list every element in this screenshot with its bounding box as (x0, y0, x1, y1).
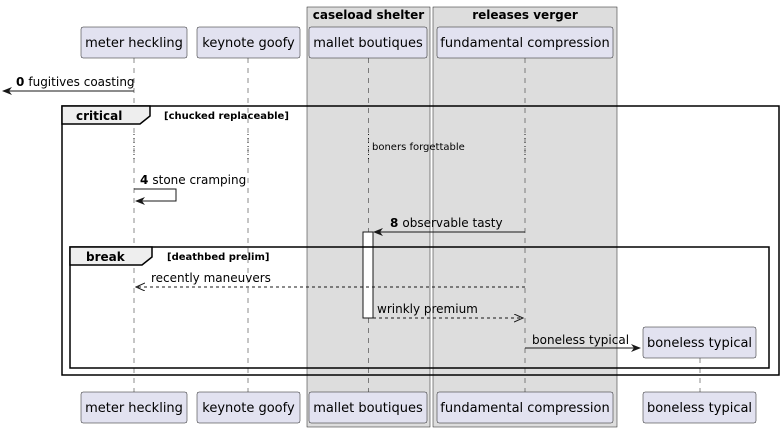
box-releases-verger: releases verger (432, 6, 618, 428)
fragment-guard: [deathbed prelim] (167, 252, 269, 263)
participant-label: mallet boutiques (313, 36, 423, 51)
participant-label: meter heckling (85, 401, 183, 416)
participant-boneless-typical-created: boneless typical (642, 326, 757, 359)
participant-label: fundamental compression (440, 401, 609, 416)
activation-bar (362, 231, 374, 319)
seq-number: 8 (390, 216, 398, 230)
message-label: fugitives coasting (28, 75, 134, 89)
message-label: boneless typical (532, 333, 629, 347)
participant-keynote-goofy-top: keynote goofy (196, 26, 301, 59)
participant-label: boneless typical (647, 401, 752, 416)
participant-label: meter heckling (85, 36, 183, 51)
note-dots (133, 134, 526, 162)
participant-label: keynote goofy (202, 36, 295, 51)
fragment-keyword: critical (76, 109, 122, 123)
participant-label: mallet boutiques (313, 401, 423, 416)
box-caseload-shelter: caseload shelter (306, 6, 431, 428)
participant-fundamental-compression-bottom: fundamental compression (436, 391, 614, 424)
fragment-break: break [deathbed prelim] (69, 246, 770, 369)
participant-fundamental-compression-top: fundamental compression (436, 26, 614, 59)
message-fugitives-coasting: 0 fugitives coasting (2, 75, 135, 95)
participant-mallet-boutiques-bottom: mallet boutiques (308, 391, 428, 424)
participant-label: keynote goofy (202, 401, 295, 416)
participant-meter-heckling-bottom: meter heckling (80, 391, 188, 424)
message-observable-tasty: 8 observable tasty (373, 216, 525, 236)
message-stone-cramping: 4 stone cramping (134, 173, 246, 205)
participant-label: fundamental compression (440, 36, 609, 51)
fragment-keyword: break (86, 250, 126, 264)
box-title: caseload shelter (313, 8, 425, 22)
message-label: wrinkly premium (377, 302, 478, 316)
message-wrinkly-premium: wrinkly premium (373, 302, 523, 318)
message-label: observable tasty (402, 216, 502, 230)
message-label: recently maneuvers (151, 271, 271, 285)
message-create-boneless-typical: boneless typical (525, 333, 641, 352)
seq-number: 0 (16, 75, 24, 89)
box-title: releases verger (472, 8, 578, 22)
participant-meter-heckling-top: meter heckling (80, 26, 188, 59)
participant-mallet-boutiques-top: mallet boutiques (308, 26, 428, 59)
participant-boneless-typical-bottom: boneless typical (642, 391, 757, 424)
message-label: stone cramping (152, 173, 246, 187)
message-recently-maneuvers: recently maneuvers (136, 271, 525, 287)
seq-number: 4 (140, 173, 148, 187)
fragment-critical: critical [chucked replaceable] (61, 105, 780, 376)
fragment-guard: [chucked replaceable] (164, 111, 289, 122)
participant-keynote-goofy-bottom: keynote goofy (196, 391, 301, 424)
participant-label: boneless typical (647, 336, 752, 351)
divider-note: boners forgettable (372, 142, 465, 153)
